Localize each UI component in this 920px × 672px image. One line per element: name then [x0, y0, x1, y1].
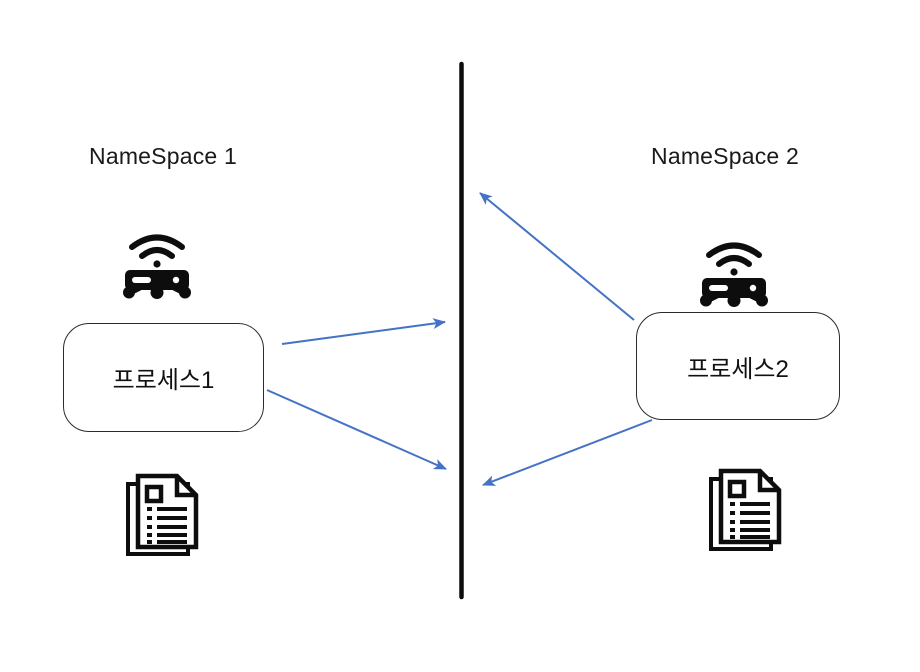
- arrow-process2-to-divider-upper: [479, 192, 635, 321]
- network-nodes-icon: [119, 229, 195, 299]
- process-2-label: 프로세스2: [687, 355, 789, 383]
- namespace-1-label: NameSpace 1: [89, 143, 237, 169]
- arrow-process1-to-divider-lower: [266, 389, 447, 470]
- network-nodes-icon: [696, 237, 772, 307]
- arrow-process2-to-divider-lower: [482, 419, 653, 486]
- namespace-2-label: NameSpace 2: [651, 143, 799, 169]
- documents-icon: [704, 466, 786, 554]
- process-2-box: 프로세스2: [636, 312, 840, 420]
- process-1-label: 프로세스1: [112, 367, 215, 394]
- arrow-process1-to-divider-upper: [281, 318, 446, 345]
- documents-icon: [121, 471, 203, 559]
- process-1-box: 프로세스1: [63, 323, 264, 432]
